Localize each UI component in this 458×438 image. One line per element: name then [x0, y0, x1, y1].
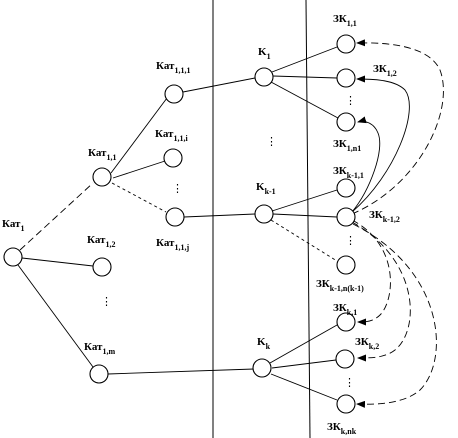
edge-Kk1-zkk1n [270, 219, 338, 262]
labels: Кат1 Кат1,1 Кат1,2 Кат1,m Кат1,1,1 Кат1,… [2, 13, 400, 436]
label-zk1n1: ЗК1,n1 [333, 138, 361, 153]
ellipses: ⋮ ⋮ ⋮ ⋮ ⋮ ⋮ [101, 95, 356, 389]
label-kat11i: Кат1,1,i [155, 128, 188, 143]
arrow-zkk12-zk1n1 [351, 116, 381, 213]
edge-Kk-zkk1 [269, 324, 338, 364]
label-kat11j: Кат1,1,j [156, 237, 189, 252]
edges [17, 46, 339, 401]
node-K1 [254, 67, 274, 87]
arrow-zkk12-zkknk [352, 223, 437, 408]
edge-Kk1-zkk11 [271, 189, 338, 212]
edge-kat11-kat11j [111, 182, 167, 213]
node-zkknk [336, 394, 356, 414]
node-zkk12 [336, 207, 356, 227]
label-Kk1: Kk-1 [256, 181, 276, 196]
ellipsis-zkk: ⋮ [344, 377, 355, 389]
label-zkk11: ЗКk-1,1 [333, 165, 364, 180]
label-zkknk: ЗКk,nk [327, 421, 357, 436]
node-kat111 [164, 84, 184, 104]
divider-right [305, 0, 311, 438]
node-zk12 [336, 68, 356, 88]
label-kat1m: Кат1,m [84, 341, 115, 356]
edge-kat111-K1 [182, 77, 256, 93]
ellipsis-zk1: ⋮ [345, 95, 356, 107]
arrows [351, 39, 444, 408]
node-kat11 [92, 167, 112, 187]
node-zkk1n [336, 255, 356, 275]
ellipsis-K-column: ⋮ [266, 136, 277, 148]
node-kat1m [89, 364, 109, 384]
node-kat1 [3, 247, 23, 267]
node-zkk11 [336, 178, 356, 198]
edge-kat1-kat1m [17, 264, 94, 368]
edge-Kk-zkknk [270, 373, 338, 401]
edge-kat11-kat11i [112, 160, 166, 179]
label-zkk1n: ЗКk-1,n(k-1) [316, 278, 364, 293]
edge-kat11j-Kk1 [183, 213, 256, 218]
ellipsis-kat1-branch: ⋮ [101, 296, 112, 308]
label-zkk12: ЗКk-1,2 [369, 209, 400, 224]
node-zk11 [336, 34, 356, 54]
label-zkk2: ЗКk,2 [355, 336, 379, 351]
edge-K1-zk12 [272, 75, 338, 79]
arrow-zkk12-zk11 [351, 39, 444, 215]
node-zk1n1 [336, 112, 356, 132]
node-zkk1 [336, 312, 356, 332]
node-kat12 [92, 257, 112, 277]
label-kat12: Кат1,2 [87, 234, 115, 249]
label-zk12: ЗК1,2 [373, 63, 397, 78]
edge-kat1m-Kk [107, 368, 255, 375]
edge-K1-zk11 [271, 46, 338, 73]
arrow-zkk12-zkk2 [351, 221, 411, 362]
node-Kk1 [254, 204, 274, 224]
ellipsis-kat11-branch: ⋮ [172, 183, 183, 195]
node-Kk [252, 358, 272, 378]
label-K1: K1 [258, 46, 271, 61]
label-zkk1: ЗКk,1 [333, 302, 357, 317]
arrow-zkk12-zk12 [351, 75, 410, 213]
arrow-zkk12-zkk1 [351, 219, 391, 326]
edge-kat11-kat111 [110, 97, 168, 174]
edge-kat1-kat11 [19, 182, 94, 251]
node-kat11j [165, 207, 185, 227]
edge-Kk1-zkk12 [272, 213, 338, 218]
node-zkk2 [335, 349, 355, 369]
edge-K1-zk1n1 [270, 81, 339, 119]
edge-Kk-zkk2 [271, 359, 337, 369]
label-zk11: ЗК1,1 [333, 13, 357, 28]
edge-kat1-kat12 [21, 257, 94, 267]
nodes [3, 34, 356, 414]
label-Kk: Kk [257, 336, 271, 351]
node-kat11i [163, 148, 183, 168]
ellipsis-zkk1: ⋮ [345, 235, 356, 247]
label-kat111: Кат1,1,1 [156, 60, 190, 75]
label-kat11: Кат1,1 [88, 147, 116, 162]
label-kat1: Кат1 [2, 218, 24, 233]
